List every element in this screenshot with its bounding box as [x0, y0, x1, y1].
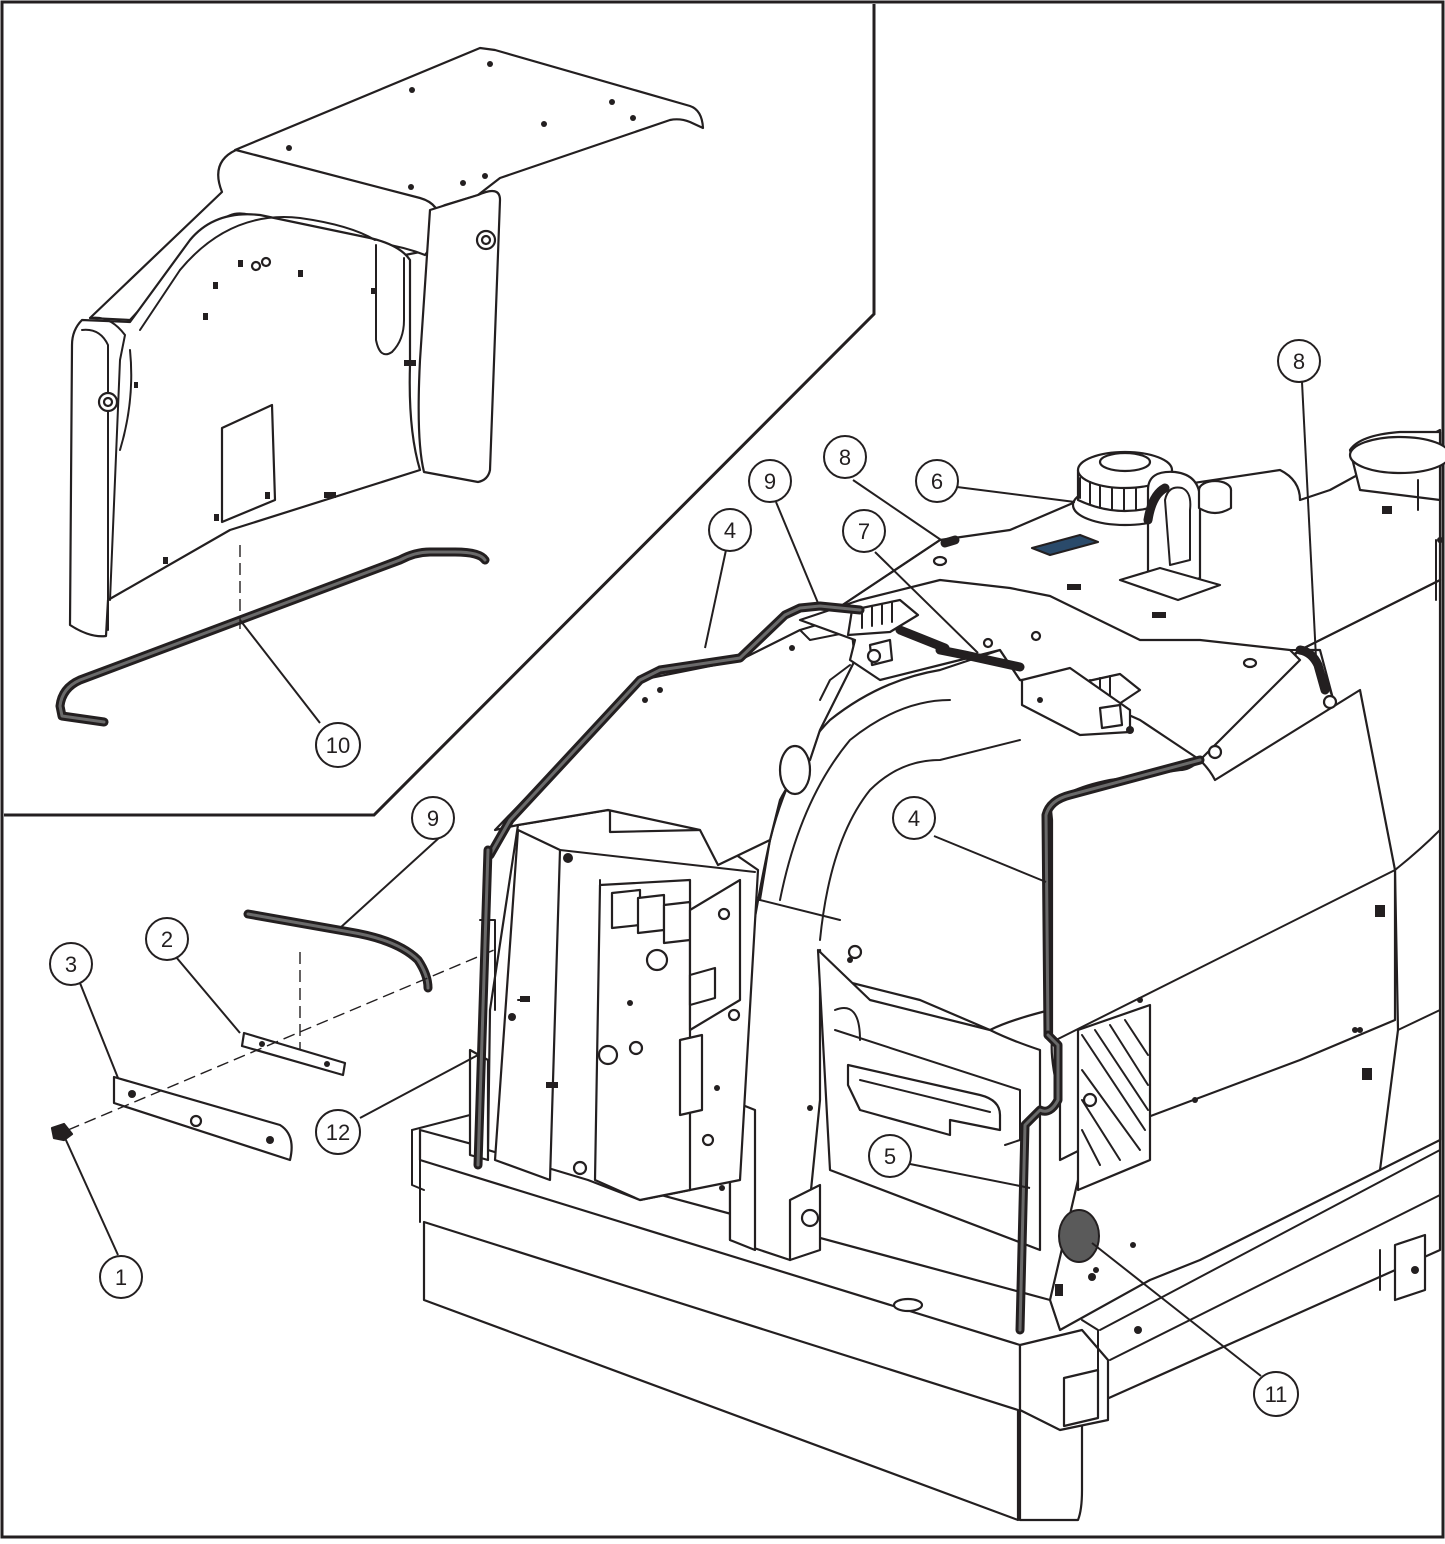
callout-7: 7	[842, 509, 886, 553]
callout-9a-label: 9	[764, 469, 776, 494]
callout-9b: 9	[411, 796, 455, 840]
loose-screw-1	[50, 1122, 74, 1142]
callout-3-label: 3	[65, 952, 77, 977]
callout-2-label: 2	[161, 927, 173, 952]
callout-balloons: 1 2 3 4 4 5 6 7	[49, 339, 1321, 1417]
inset-hood-cover	[68, 46, 705, 638]
callout-4b-label: 4	[908, 806, 920, 831]
callout-9b-label: 9	[427, 806, 439, 831]
loose-strip-2	[240, 1031, 347, 1077]
callout-5: 5	[868, 1134, 912, 1178]
callout-9a: 9	[748, 459, 792, 503]
callout-1: 1	[99, 1255, 143, 1299]
callout-8a: 8	[823, 435, 867, 479]
hinge-rear	[1020, 666, 1142, 737]
callout-2: 2	[145, 917, 189, 961]
main-assembly	[411, 428, 1445, 1522]
control-box	[486, 808, 760, 1202]
callout-10-label: 10	[326, 733, 350, 758]
loose-bracket-3	[112, 1075, 293, 1162]
loose-gasket-9	[243, 909, 433, 993]
callout-6: 6	[915, 459, 959, 503]
callout-8a-label: 8	[839, 445, 851, 470]
callout-6-label: 6	[931, 469, 943, 494]
callout-11: 11	[1253, 1371, 1299, 1417]
inset-frame	[4, 4, 876, 817]
callout-5-label: 5	[884, 1144, 896, 1169]
callout-4a: 4	[708, 508, 752, 552]
callout-8b: 8	[1277, 339, 1321, 383]
callout-1-label: 1	[115, 1265, 127, 1290]
callout-3: 3	[49, 942, 93, 986]
callout-12: 12	[315, 1109, 361, 1155]
louvers	[1076, 1003, 1152, 1192]
callout-7-label: 7	[858, 519, 870, 544]
callout-leaders	[64, 381, 1317, 1377]
callout-8b-label: 8	[1293, 349, 1305, 374]
callout-10: 10	[315, 722, 361, 768]
callout-4a-label: 4	[724, 518, 736, 543]
plug-11	[1058, 1209, 1100, 1263]
callout-11-label: 11	[1265, 1382, 1288, 1407]
assembly-line-a	[67, 769, 921, 1131]
callout-12-label: 12	[326, 1120, 350, 1145]
callout-4b: 4	[892, 796, 936, 840]
